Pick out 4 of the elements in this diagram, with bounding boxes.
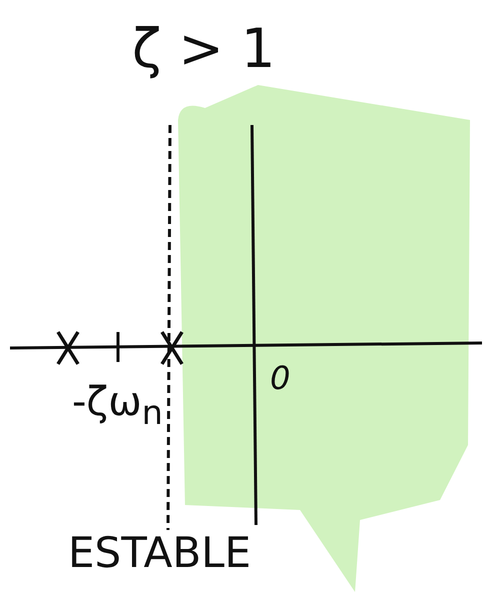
stable-label: ESTABLE [68, 532, 252, 574]
pole-position-label: -ζω$_{n}$ [72, 382, 163, 430]
origin-label: 0 [270, 362, 290, 394]
damping-condition: ζ > 1 [132, 22, 276, 76]
